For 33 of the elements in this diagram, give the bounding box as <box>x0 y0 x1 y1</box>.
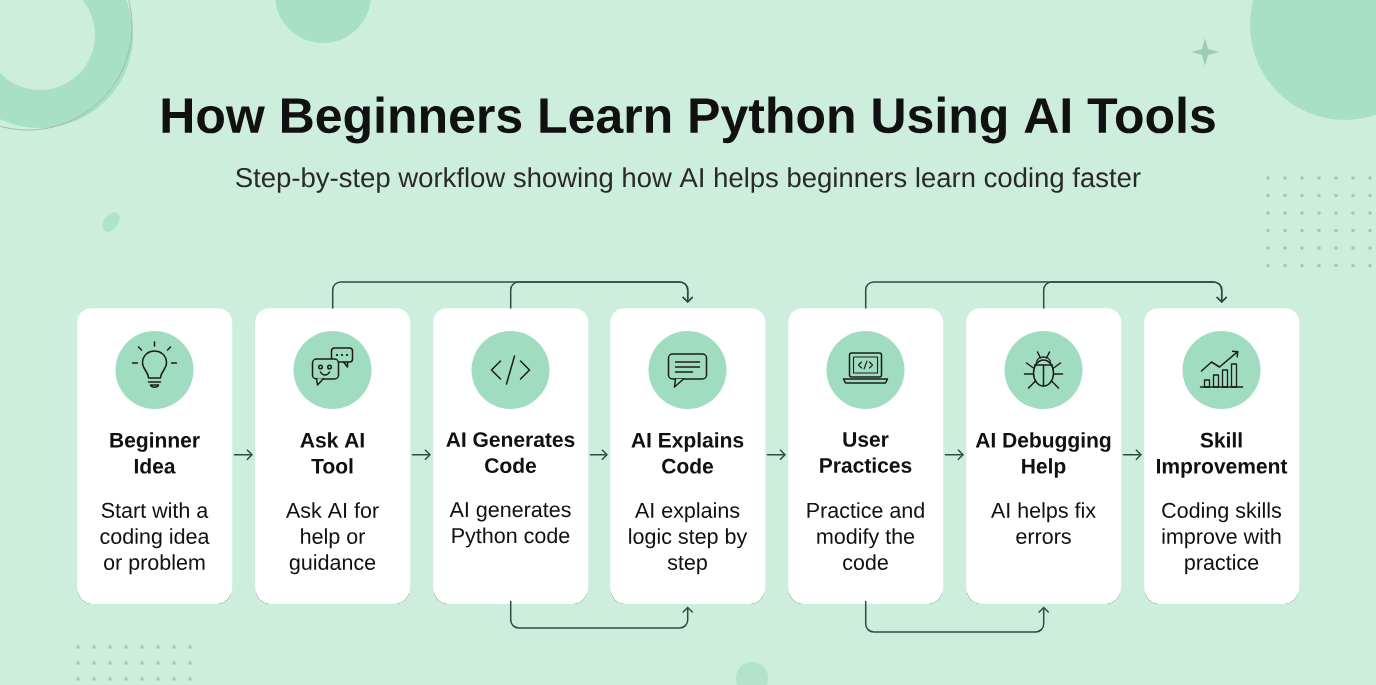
step-card <box>788 308 944 604</box>
step-description: AI helps fix errors <box>990 502 1096 544</box>
arrow <box>766 448 786 461</box>
step-title: AI Debugging Help <box>975 432 1111 478</box>
title: How Beginners Learn Python Using AI Tools <box>162 96 1215 144</box>
step-title: Beginner Idea <box>110 432 200 474</box>
step-card <box>255 308 411 604</box>
arrow <box>411 448 431 461</box>
arrow <box>233 448 253 461</box>
step-description: Coding skills improve with practice <box>1162 502 1281 575</box>
arrow <box>509 281 694 309</box>
step-card <box>1144 308 1300 604</box>
arrow <box>589 448 608 461</box>
step-title: Ask AI Tool <box>300 432 364 474</box>
step-title: User Practices <box>820 432 912 473</box>
arrow <box>944 448 964 461</box>
step-card <box>610 308 766 604</box>
subtitle: Step-by-step workflow showing how AI helps beginners learn coding faster <box>236 167 1141 193</box>
arrow <box>864 600 1050 633</box>
step-description: AI explains logic step by step <box>629 502 748 575</box>
step-card <box>433 308 589 604</box>
arrow <box>509 600 694 629</box>
step-description: AI generates Python code <box>449 502 571 548</box>
step-description: Practice and modify the code <box>807 502 924 570</box>
step-card <box>77 308 233 604</box>
arrow <box>1122 448 1142 461</box>
arrow <box>1042 281 1228 309</box>
step-title: AI Explains Code <box>631 432 744 474</box>
step-title: AI Generates Code <box>446 432 575 474</box>
step-title: Skill Improvement <box>1157 432 1288 478</box>
step-card <box>966 308 1122 604</box>
step-description: Ask AI for help or guidance <box>285 502 379 575</box>
step-description: Start with a coding idea or problem <box>100 502 210 575</box>
